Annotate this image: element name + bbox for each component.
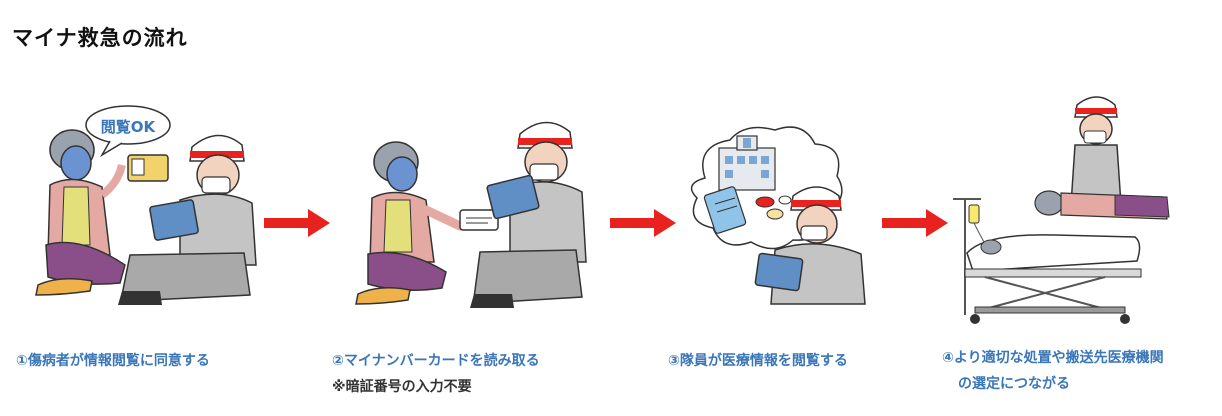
paramedic-figure (470, 121, 587, 308)
step2-illustration (355, 121, 587, 308)
clipboard-icon (703, 186, 747, 234)
doctor-figure (1070, 96, 1122, 206)
step4-caption-line2: の選定につながる (958, 376, 1070, 392)
page-title: マイナ救急の流れ (12, 26, 188, 50)
step1-caption: ①傷病者が情報閲覧に同意する (16, 353, 210, 369)
step1-illustration: 閲覧OK (35, 105, 257, 305)
patient-on-bed (1034, 190, 1170, 220)
step2-note: ※暗証番号の入力不要 (332, 379, 472, 395)
my-number-card (127, 154, 169, 182)
paramedic-figure (754, 186, 866, 305)
patient-figure (35, 129, 126, 296)
step2-caption: ②マイナンバーカードを読み取る (332, 353, 540, 369)
step4-illustration (953, 96, 1170, 324)
my-number-card (459, 209, 499, 231)
pills-icon (755, 195, 792, 220)
arrow-right-icon (610, 209, 676, 237)
paramedic-figure (118, 134, 257, 305)
speech-bubble: 閲覧OK (85, 105, 171, 158)
patient-figure (355, 141, 465, 305)
arrow-right-icon (264, 209, 330, 237)
bubble-text: 閲覧OK (101, 118, 157, 136)
hospital-icon (718, 135, 776, 191)
stretcher (964, 234, 1142, 324)
step3-illustration (690, 126, 866, 305)
arrow-right-icon (882, 209, 948, 237)
step3-caption: ③隊員が医療情報を閲覧する (668, 353, 848, 369)
step4-caption-line1: ④より適切な処置や搬送先医療機関 (942, 350, 1164, 366)
